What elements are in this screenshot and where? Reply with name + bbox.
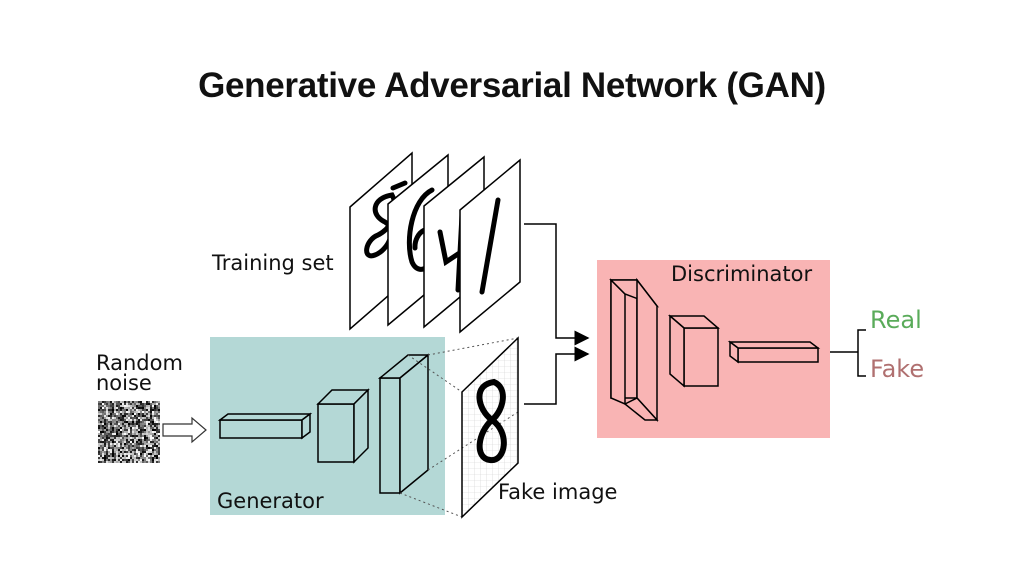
training-image-4 [459, 158, 521, 334]
generator-layer-2 [316, 388, 370, 464]
discriminator-label: Discriminator [671, 262, 813, 286]
output-bracket [830, 329, 866, 377]
generator-layer-3 [377, 353, 431, 495]
generator-label: Generator [217, 489, 324, 513]
random-noise-image [98, 401, 160, 463]
fake-image-label: Fake image [498, 480, 617, 504]
discriminator-layer-3 [727, 340, 821, 364]
discriminator-layer-1 [609, 277, 660, 422]
discriminator-layer-2 [667, 314, 721, 388]
fake-image [461, 336, 519, 519]
generator-layer-1 [217, 412, 313, 440]
fake-label: Fake [870, 355, 924, 383]
random-noise-label-line2: noise [96, 371, 152, 395]
training-set-label: Training set [211, 251, 334, 275]
connector-lines [524, 223, 590, 405]
training-set-images [349, 151, 521, 334]
page-title: Generative Adversarial Network (GAN) [198, 66, 826, 105]
projection-lines [399, 337, 519, 518]
random-noise-label-line1: Random [96, 351, 183, 375]
real-label: Real [870, 306, 922, 334]
noise-arrow-icon [162, 416, 207, 444]
